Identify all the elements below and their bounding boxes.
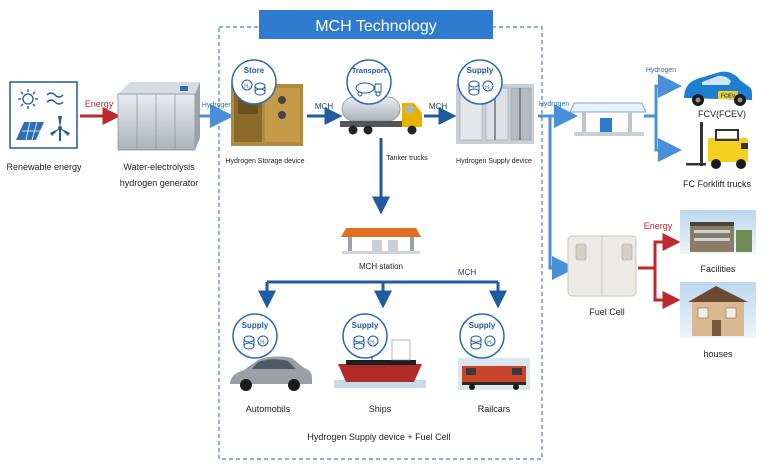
energy-branch-to-buildings — [638, 233, 681, 309]
hydrogen-station-image — [569, 102, 647, 136]
fcv-plate: FCEV — [721, 94, 736, 100]
automobiles-label: Automobils — [246, 404, 291, 414]
svg-text:Transport: Transport — [352, 66, 387, 75]
svg-text:H₂: H₂ — [370, 340, 376, 346]
automobile-image — [230, 356, 312, 391]
truck-icon — [355, 82, 382, 97]
hydrogen-label-1: Hydrogen — [202, 102, 232, 109]
forklift-label: FC Forklift trucks — [683, 179, 752, 189]
mch-label-3: MCH — [458, 268, 476, 277]
ship-image — [334, 330, 426, 388]
supply-tank-icon — [353, 335, 379, 350]
houses-label: houses — [703, 349, 733, 359]
house-image — [680, 282, 756, 338]
mch-station-image — [341, 228, 421, 254]
mch-label-1: MCH — [315, 102, 333, 111]
electrolysis-generator-image — [117, 82, 200, 151]
fcv-label: FCV(FCEV) — [698, 109, 746, 119]
ships-label: Ships — [369, 404, 392, 414]
facilities-label: Facilities — [700, 264, 736, 274]
svg-text:H₂: H₂ — [244, 84, 250, 90]
svg-text:Supply: Supply — [469, 321, 496, 330]
store-badge: Store H₂ — [231, 59, 277, 105]
energy-label-2: Energy — [644, 221, 673, 231]
supply-badge-ship: Supply H₂ — [342, 313, 388, 359]
svg-text:H₂: H₂ — [485, 85, 491, 91]
water-waves-icon — [46, 92, 64, 105]
hydrogen-tank-icon — [241, 79, 266, 96]
tanker-truck-image — [340, 96, 422, 135]
fuel-cell-label: Fuel Cell — [589, 307, 625, 317]
svg-text:Supply: Supply — [352, 321, 379, 330]
sun-icon — [18, 89, 38, 109]
supply-device-label: Hydrogen Supply device — [456, 158, 532, 165]
mch-distribution-lines — [258, 280, 507, 309]
hydrogen-branch-to-vehicles — [644, 74, 682, 162]
svg-text:H₂: H₂ — [260, 340, 266, 346]
fcv-car-image: FCEV — [684, 71, 752, 106]
fuel-cell-image — [567, 235, 637, 297]
solar-panel-icon — [16, 121, 44, 141]
supply-tank-icon — [468, 80, 494, 96]
hydrogen-label-3: Hydrogen — [646, 67, 676, 74]
electrolysis-label-line2: hydrogen generator — [120, 178, 199, 188]
supply-tank-icon — [243, 335, 269, 350]
supply-badge-automobile: Supply H₂ — [232, 313, 278, 359]
hydrogen-label-2: Hydrogen — [539, 101, 569, 108]
renewable-energy-label: Renewable energy — [6, 162, 82, 172]
footer-caption: Hydrogen Supply device + Fuel Cell — [307, 432, 450, 442]
storage-device-label: Hydrogen Storage device — [226, 158, 305, 165]
electrolysis-label-line1: Water-electrolysis — [123, 162, 195, 172]
transport-badge: Transport — [346, 59, 392, 105]
mch-label-2: MCH — [429, 102, 447, 111]
facilities-image — [680, 210, 756, 254]
supply-tank-icon — [470, 335, 496, 350]
hydrogen-distribution-lines — [538, 104, 578, 280]
title-banner: MCH Technology — [259, 10, 493, 39]
svg-text:Supply: Supply — [467, 66, 494, 75]
energy-label: Energy — [85, 99, 114, 109]
svg-text:H₂: H₂ — [487, 340, 493, 346]
svg-text:Supply: Supply — [242, 321, 269, 330]
tanker-trucks-label: Tanker trucks — [386, 155, 428, 162]
forklift-image — [686, 122, 748, 169]
supply-badge-railcar: Supply H₂ — [459, 313, 505, 359]
mch-station-label: MCH station — [359, 262, 403, 271]
railcar-image — [458, 358, 530, 390]
wind-turbine-icon — [50, 116, 70, 141]
svg-text:Store: Store — [244, 66, 265, 75]
supply-badge-top: Supply H₂ — [457, 59, 503, 105]
renewable-energy-panel — [9, 81, 78, 149]
railcars-label: Railcars — [478, 404, 511, 414]
page-title: MCH Technology — [315, 18, 437, 35]
